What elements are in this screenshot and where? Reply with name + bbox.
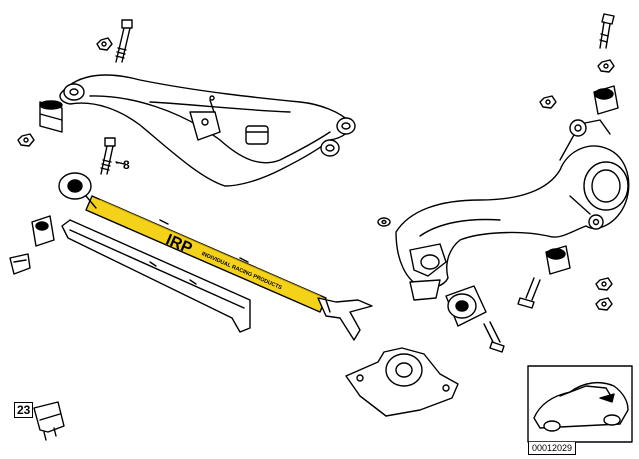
bolt-lower-center [483, 321, 505, 353]
bushing-lower-right [545, 245, 571, 275]
clip-part-23 [33, 401, 65, 441]
inset-code: 00012029 [528, 442, 577, 455]
bolt-part-8 [100, 137, 125, 175]
clip-left [9, 253, 31, 275]
car-silhouette [527, 365, 633, 443]
nut-lower-right-a [595, 277, 613, 291]
bushing-top-left [39, 100, 63, 133]
mount-bracket [345, 347, 459, 417]
nut-top-right [597, 59, 615, 73]
adjustable-rod [58, 172, 373, 341]
bushing-top-right [593, 85, 619, 115]
bushing-large [445, 285, 487, 327]
washer-right [377, 217, 391, 227]
bolt-top-arm [115, 19, 133, 63]
bolt-lower-right [517, 277, 541, 309]
bolt-top-right [599, 13, 615, 49]
bushing-mid-left [31, 215, 55, 247]
nut-lower-right-b [595, 297, 613, 311]
callout-23: 23 [14, 402, 34, 418]
nut-carrier [539, 95, 557, 109]
bracket-shield [61, 219, 251, 333]
nut-top-arm [96, 37, 113, 51]
wheel-carrier [395, 119, 630, 301]
nut-left [17, 133, 35, 147]
callout-8: 8 [123, 158, 130, 172]
trailing-arm [59, 74, 356, 187]
